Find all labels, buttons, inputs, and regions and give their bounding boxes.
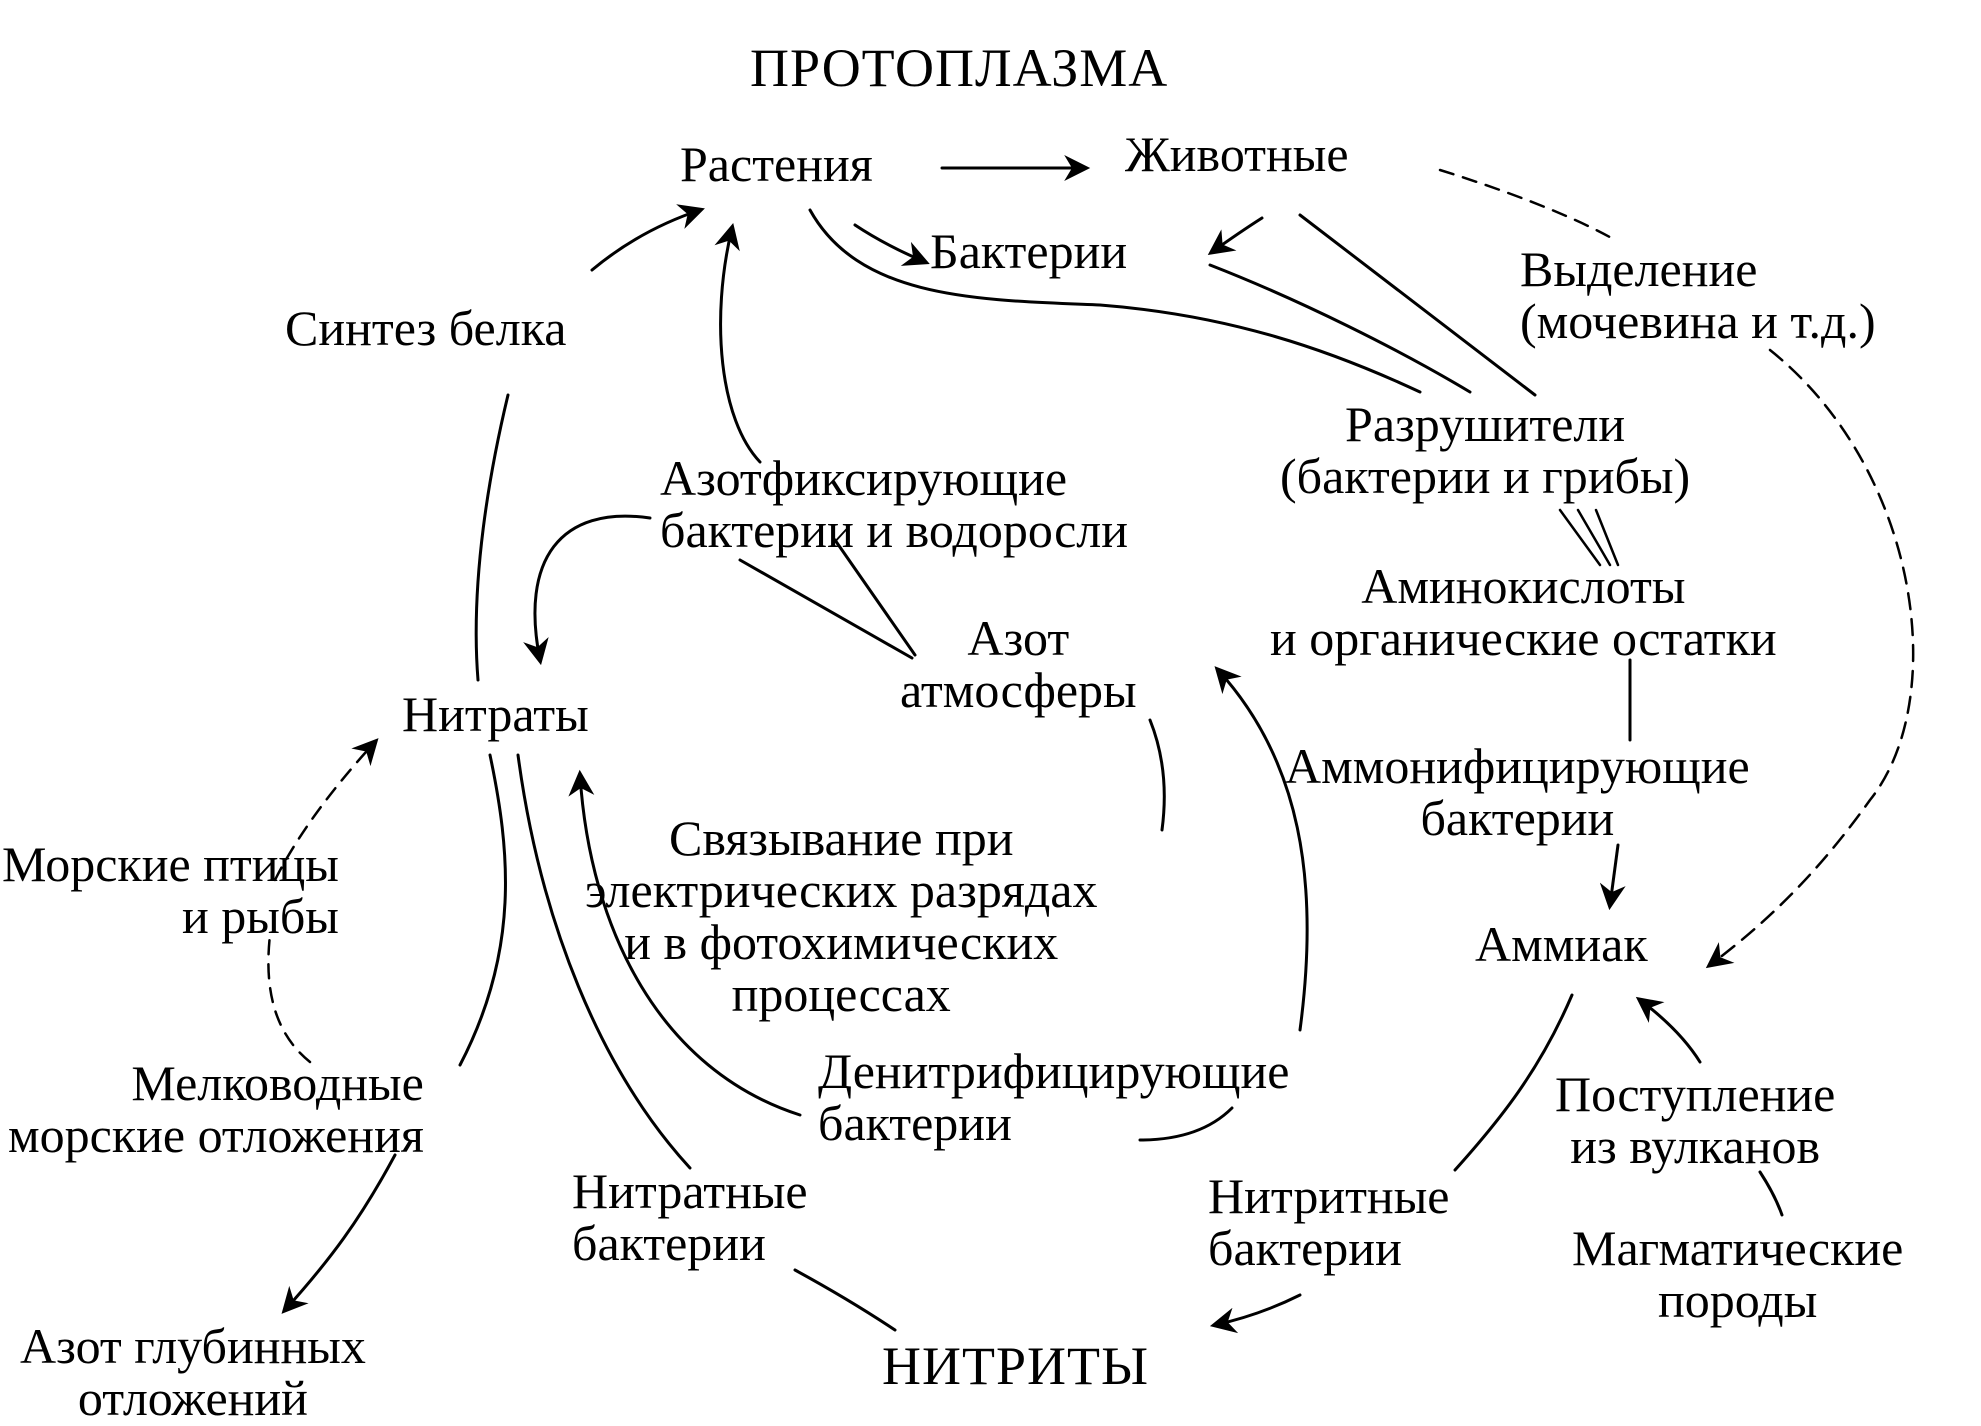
node-excretion: Выделение (мочевина и т.д.) bbox=[1520, 241, 1876, 349]
node-fixation-discharges: Связывание при электрических разрядах и … bbox=[585, 810, 1098, 1022]
line-nitrate-bacteria-to-nitrates bbox=[516, 753, 692, 1170]
line-animals-to-decomposers bbox=[1298, 213, 1537, 397]
dashed-excretion-to-ammonia bbox=[1705, 348, 1915, 969]
node-decomposers: Разрушители (бактерии и грибы) bbox=[1280, 396, 1691, 504]
line-atmospheric-to-fixation bbox=[1148, 718, 1166, 832]
node-nitrites: НИТРИТЫ bbox=[882, 1336, 1150, 1396]
node-shallow-sediments: Мелководные морские отложения bbox=[8, 1055, 424, 1163]
line-bacteria-to-decomposers bbox=[1208, 263, 1472, 394]
line-plants-to-decomposers bbox=[808, 208, 1422, 394]
arrow-volcanic-to-ammonia bbox=[1635, 996, 1702, 1064]
node-amino-acids: Аминокислоты и органические остатки bbox=[1270, 558, 1777, 666]
node-ammonifying-bacteria: Аммонифицирующие бактерии bbox=[1285, 738, 1750, 846]
node-protoplasm: ПРОТОПЛАЗМА bbox=[750, 38, 1169, 98]
node-seabirds-fish: Морские птицы и рыбы bbox=[2, 836, 339, 944]
arrow-fixers-to-plants bbox=[714, 222, 762, 464]
dashed-sediments-to-nitrates bbox=[267, 742, 375, 1064]
arrow-denitrifying-to-atmospheric bbox=[1138, 670, 1309, 1142]
lines-decomposers-to-amino bbox=[1558, 508, 1620, 567]
arrow-nitrite-bacteria-to-nitrites bbox=[1209, 1293, 1302, 1334]
lines-atmospheric-to-fixers bbox=[738, 538, 917, 660]
node-denitrifying-bacteria: Денитрифицирующие бактерии bbox=[818, 1043, 1290, 1151]
node-atmospheric-nitrogen: Азот атмосферы bbox=[900, 610, 1137, 718]
arrow-plants-to-bacteria bbox=[853, 223, 930, 266]
node-bacteria: Бактерии bbox=[930, 223, 1128, 279]
line-ammonia-to-nitrite-bacteria bbox=[1453, 993, 1574, 1172]
node-igneous-rocks: Магматические породы bbox=[1572, 1220, 1904, 1328]
arrow-animals-to-bacteria bbox=[1207, 216, 1264, 256]
arrow-synthesis-to-plants bbox=[590, 204, 705, 272]
arrow-fixers-to-nitrates bbox=[523, 514, 652, 666]
node-deep-nitrogen: Азот глубинных отложений bbox=[20, 1318, 366, 1426]
dashed-animals-to-excretion bbox=[1438, 168, 1617, 242]
node-nitrate-bacteria: Нитратные бактерии bbox=[572, 1163, 808, 1271]
node-volcanic-input: Поступление из вулканов bbox=[1555, 1066, 1836, 1174]
node-ammonia: Аммиак bbox=[1475, 916, 1648, 972]
node-protein-synthesis: Синтез белка bbox=[285, 300, 567, 356]
line-igneous-to-volcanic bbox=[1758, 1170, 1784, 1217]
line-sediments-to-nitrates bbox=[458, 753, 507, 1067]
node-nitrogen-fixers: Азотфиксирующие бактерии и водоросли bbox=[660, 450, 1128, 558]
node-nitrates: Нитраты bbox=[402, 686, 589, 742]
arrow-ammonifying-to-ammonia bbox=[1599, 843, 1626, 911]
node-plants: Растения bbox=[680, 136, 873, 192]
node-animals: Животные bbox=[1125, 126, 1349, 182]
node-nitrite-bacteria: Нитритные бактерии bbox=[1208, 1168, 1450, 1276]
arrow-sediments-to-deep bbox=[281, 1153, 397, 1314]
line-nitrates-to-synthesis bbox=[474, 393, 510, 682]
line-nitrites-to-nitrate-bacteria bbox=[793, 1268, 897, 1332]
arrow-denitrifying-to-nitrates bbox=[568, 769, 802, 1117]
